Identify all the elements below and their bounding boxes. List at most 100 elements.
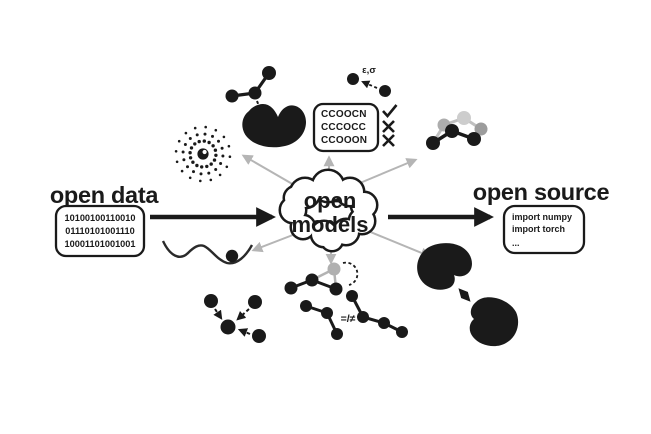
arrow-to-starburst xyxy=(241,154,302,190)
starburst-dot xyxy=(214,153,218,157)
starburst-dot xyxy=(209,162,213,166)
starburst-dot xyxy=(202,139,206,143)
starburst-dot xyxy=(199,172,203,176)
force-arrow xyxy=(237,328,251,337)
open-source-title: open source xyxy=(473,179,610,205)
energy-curve xyxy=(161,240,254,265)
atom-dot-gray xyxy=(327,262,341,276)
atom-dot xyxy=(347,73,359,85)
code-line: import numpy xyxy=(512,212,572,222)
starburst-dot xyxy=(221,154,225,158)
starburst-dot xyxy=(225,165,229,169)
starburst-dot xyxy=(228,155,232,158)
starburst-dot xyxy=(180,169,184,173)
binary-line: 10100100110010 xyxy=(64,213,135,223)
starburst-dot xyxy=(188,156,193,160)
energy-ball xyxy=(225,249,239,263)
starburst-dot xyxy=(217,139,220,143)
starburst-dot xyxy=(211,144,215,148)
smiles-illustration: CCOOCN CCCOCC CCOOON xyxy=(312,102,398,153)
atom-dot xyxy=(357,311,369,323)
starburst-dot xyxy=(220,146,224,150)
code-line: import torch xyxy=(512,224,565,234)
starburst-dot xyxy=(188,137,192,140)
starburst-dot xyxy=(227,144,231,148)
starburst-dot xyxy=(213,148,218,152)
cloud-fill xyxy=(281,171,376,250)
starburst-dot xyxy=(209,178,213,182)
lj-parameters-illustration: ε,σ xyxy=(347,65,391,97)
protein-blob-lower xyxy=(469,297,519,347)
atom-dot xyxy=(329,282,343,296)
atom-dot xyxy=(252,329,266,343)
starburst-dot xyxy=(195,133,199,137)
starburst-dot xyxy=(184,131,188,135)
starburst-dot xyxy=(175,160,179,164)
starburst-dot xyxy=(203,132,207,136)
starburst-dot xyxy=(174,150,178,153)
starburst-dot xyxy=(191,160,195,164)
cloud-label-line2: models xyxy=(291,212,368,237)
arrow-to-energy-surface xyxy=(251,232,299,253)
force-arrow xyxy=(213,308,223,320)
rotation-dashed-arc xyxy=(342,261,359,286)
smiles-line: CCCOCC xyxy=(321,122,366,133)
atom-dot xyxy=(378,317,390,329)
starburst-dot xyxy=(199,179,202,183)
cloud-shape: open models xyxy=(278,168,379,253)
interaction-double-arrow xyxy=(458,288,471,302)
forces-illustration xyxy=(204,294,266,343)
check-icon xyxy=(382,104,398,118)
atom-dot-center xyxy=(220,319,236,335)
starburst-dot xyxy=(214,168,218,171)
starburst-dot xyxy=(204,125,207,129)
epsilon-sigma-label: ε,σ xyxy=(362,65,376,76)
force-arrow xyxy=(236,308,250,321)
starburst-dot xyxy=(207,140,211,145)
atom-dot xyxy=(426,136,440,150)
atom-dot xyxy=(321,307,333,319)
starburst-dot xyxy=(211,134,214,138)
starburst-dot xyxy=(188,176,192,180)
rotation-comparison-illustration: =/≠ xyxy=(284,261,408,340)
atom-dot xyxy=(445,124,459,138)
code-box xyxy=(502,204,586,255)
atom-dot xyxy=(346,290,358,302)
starburst-dot xyxy=(186,165,189,169)
energy-surface-illustration xyxy=(161,240,254,265)
arrow-to-proteins xyxy=(367,230,432,258)
starburst-dot xyxy=(197,139,201,144)
atom-dot xyxy=(467,132,481,146)
atom-dot-gray xyxy=(474,122,488,136)
starburst-dot xyxy=(214,128,218,132)
open-data-title: open data xyxy=(50,182,160,208)
starburst-dot xyxy=(212,158,217,162)
atom-dot xyxy=(305,273,319,287)
starburst-dot xyxy=(193,126,197,130)
starburst-dot xyxy=(219,162,223,165)
atom-dot xyxy=(248,86,262,100)
arrow-to-conformers xyxy=(359,158,418,184)
equality-label: =/≠ xyxy=(341,313,356,325)
protein-blob-upper xyxy=(417,243,472,290)
starburst-dot xyxy=(193,142,197,146)
cloud-label-line1: open xyxy=(304,188,357,213)
atom-dot xyxy=(379,85,391,97)
starburst-dot xyxy=(189,146,194,150)
atom-dot xyxy=(284,281,298,295)
starburst-center xyxy=(197,148,209,160)
binary-data-box xyxy=(54,204,146,258)
atom-dot xyxy=(248,295,262,309)
code-line: ... xyxy=(512,238,520,248)
starburst-highlight xyxy=(202,149,207,155)
starburst-dot xyxy=(182,158,186,162)
starburst-dot xyxy=(181,150,185,154)
radiating-arrows xyxy=(241,154,432,265)
starburst-dot xyxy=(183,143,187,146)
starburst-dot xyxy=(192,170,195,174)
starburst-dot xyxy=(205,164,209,169)
conformer-overlay-illustration xyxy=(426,111,488,150)
lj-dashed-arrow xyxy=(361,80,378,89)
